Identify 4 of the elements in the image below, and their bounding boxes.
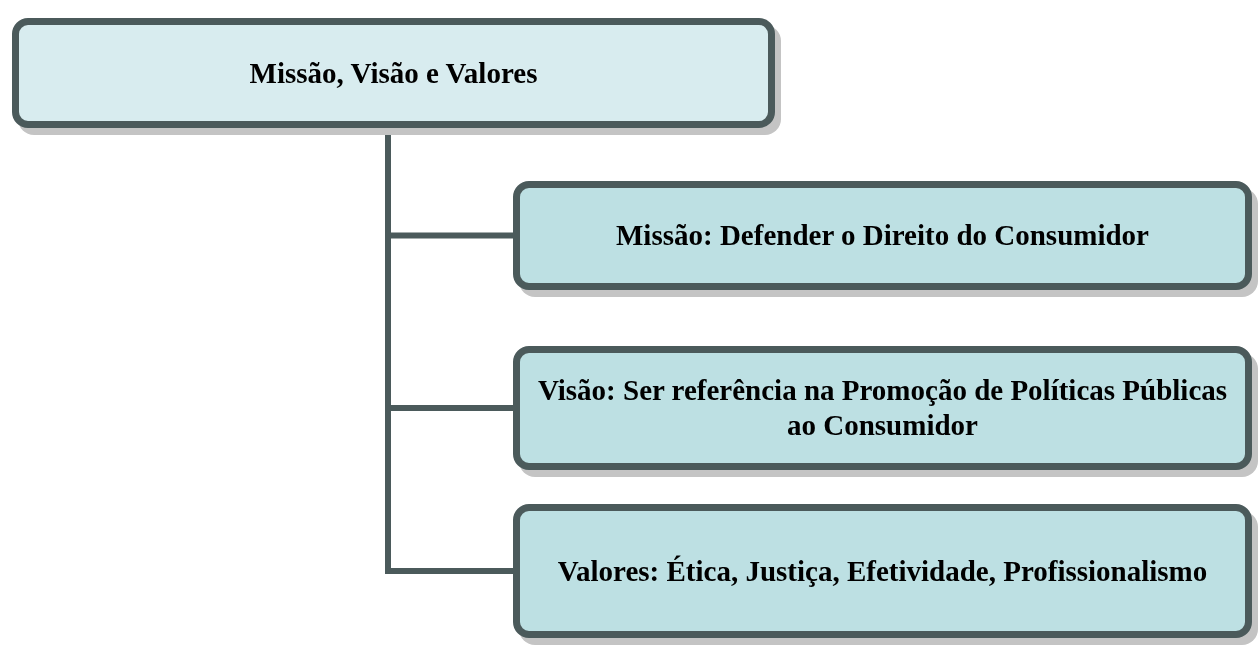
box-label: Visão: Ser referência na Promoção de Políticas Públicas ao Consumidor <box>536 373 1229 443</box>
box-label: Valores: Ética, Justiça, Efetividade, Profissionalismo <box>557 553 1208 589</box>
box-label: Missão, Visão e Valores <box>249 55 538 91</box>
box-label: Missão: Defender o Direito do Consumidor <box>616 218 1149 253</box>
